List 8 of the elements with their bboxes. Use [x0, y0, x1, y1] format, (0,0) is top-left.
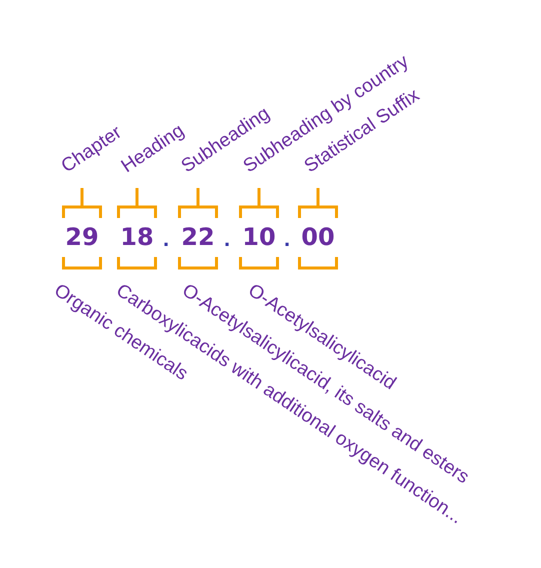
code-number: 29: [64, 223, 100, 251]
code-number: 18: [119, 223, 155, 251]
separator-dot: .: [224, 228, 230, 250]
separator-dot: .: [284, 228, 290, 250]
code-number: 00: [300, 223, 336, 251]
separator-dot: .: [163, 228, 170, 250]
code-number: 22: [180, 223, 216, 251]
code-number: 10: [241, 223, 277, 251]
